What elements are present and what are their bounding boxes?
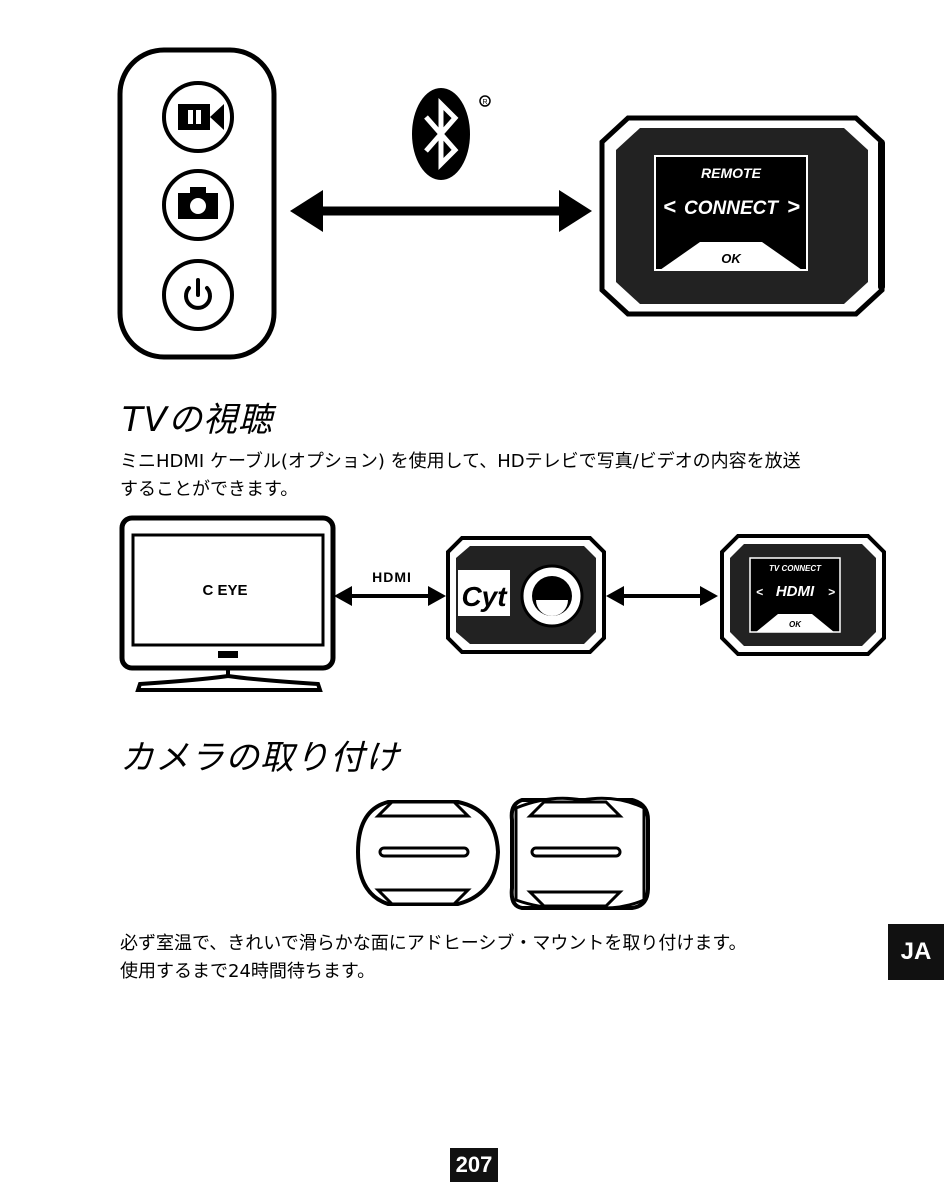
bluetooth-icon: R (412, 88, 490, 180)
tv-set (122, 518, 333, 690)
mount-text-line1: 必ず室温で、きれいで滑らかな面にアドヒーシブ・マウントを取り付けます。 (120, 930, 860, 958)
power-icon (164, 261, 232, 329)
video-camera-icon (164, 83, 232, 151)
small-screen-ok: OK (789, 620, 802, 629)
curved-mount (512, 798, 648, 908)
tv-section-text: ミニHDMI ケーブル(オプション) を使用して、HDテレビで写真/ビデオの内容… (120, 448, 900, 504)
tv-text-line2: することができます。 (120, 476, 900, 504)
arrow-right-icon (700, 586, 718, 606)
camera-screen-ui: REMOTE < CONNECT > OK (655, 156, 807, 270)
arrow-left-icon (606, 586, 624, 606)
tv-section-heading: TVの視聴 (122, 392, 273, 441)
camera-logo: Cyt (461, 581, 508, 612)
chevron-right-icon: > (828, 585, 835, 599)
screen-option: CONNECT (684, 198, 779, 219)
tv-text-line1: ミニHDMI ケーブル(オプション) を使用して、HDテレビで写真/ビデオの内容… (120, 448, 900, 476)
screen-ok: OK (721, 251, 742, 266)
chevron-right-icon: > (787, 194, 800, 219)
flat-mount (358, 802, 498, 904)
chevron-left-icon: < (756, 585, 763, 599)
remote-control (120, 50, 274, 357)
language-tab: JA (888, 924, 944, 980)
tv-logo: C EYE (202, 582, 247, 599)
svg-text:R: R (482, 99, 487, 106)
chevron-left-icon: < (663, 194, 676, 219)
double-arrow-icon (290, 190, 592, 232)
photo-camera-icon (164, 171, 232, 239)
mount-text-line2: 使用するまで24時間待ちます。 (120, 958, 860, 986)
hdmi-cable-label: HDMI (372, 569, 412, 585)
page-number: 207 (450, 1148, 498, 1182)
screen-title: REMOTE (701, 165, 762, 181)
arrow-right-icon (428, 586, 446, 606)
mount-section-text: 必ず室温で、きれいで滑らかな面にアドヒーシブ・マウントを取り付けます。 使用する… (120, 930, 860, 986)
tv-connect-figure: C EYE HDMI Cyt TV CONNECT < HDMI > OK (0, 508, 946, 693)
mount-section-heading: カメラの取り付け (120, 730, 400, 779)
small-screen-option: HDMI (776, 583, 815, 600)
arrow-left-icon (334, 586, 352, 606)
adhesive-mounts-figure (350, 796, 650, 914)
small-screen-title: TV CONNECT (769, 564, 822, 573)
